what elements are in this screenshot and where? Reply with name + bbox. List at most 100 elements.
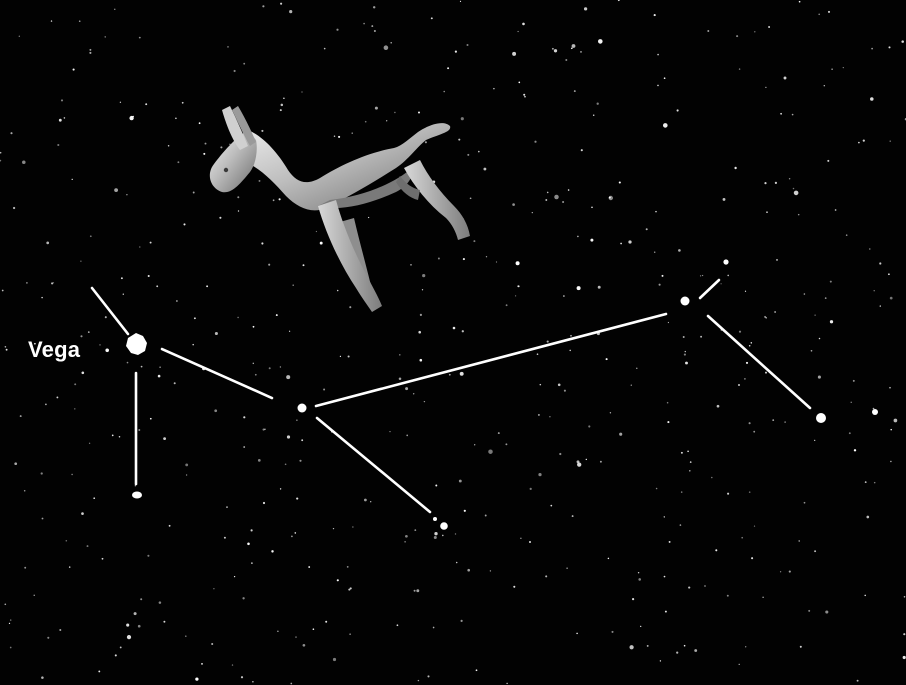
background-star <box>373 29 376 33</box>
background-star <box>278 198 281 201</box>
background-star <box>237 210 240 212</box>
background-star <box>296 497 299 500</box>
background-star <box>862 139 865 142</box>
background-star <box>198 122 201 125</box>
background-star <box>657 84 659 87</box>
background-star <box>374 106 378 110</box>
background-star <box>557 383 561 387</box>
background-star <box>149 417 152 420</box>
background-star <box>156 285 159 288</box>
background-star <box>667 421 670 424</box>
background-star <box>137 624 141 628</box>
background-star <box>803 293 806 295</box>
background-star <box>157 374 161 378</box>
background-star <box>659 660 662 662</box>
background-star <box>68 566 71 568</box>
background-star <box>529 541 531 543</box>
background-star <box>399 354 401 356</box>
background-star <box>312 628 315 631</box>
background-star <box>51 282 54 285</box>
background-star <box>580 51 582 53</box>
background-star <box>888 273 890 276</box>
star <box>440 522 448 530</box>
background-star <box>201 663 203 665</box>
background-star <box>524 95 526 98</box>
background-star <box>658 283 661 286</box>
background-star <box>663 575 666 578</box>
background-star <box>14 462 18 466</box>
background-star <box>163 620 166 623</box>
background-star <box>416 589 420 593</box>
background-star <box>240 676 244 679</box>
background-star <box>262 501 266 505</box>
background-star <box>443 90 445 93</box>
background-star <box>655 487 658 490</box>
background-star <box>286 375 291 380</box>
background-star <box>333 135 336 138</box>
background-star <box>280 2 283 5</box>
background-star <box>513 585 516 588</box>
background-star <box>177 161 180 164</box>
background-star <box>678 249 681 252</box>
background-star <box>682 336 685 338</box>
background-star <box>459 0 462 2</box>
background-star <box>827 159 830 162</box>
background-star <box>349 587 352 590</box>
background-star <box>105 348 109 353</box>
background-star <box>19 415 22 418</box>
background-star <box>870 97 874 101</box>
background-star <box>394 111 396 114</box>
background-star <box>279 109 282 112</box>
background-star <box>683 644 686 647</box>
background-star <box>694 649 698 652</box>
background-star <box>323 388 326 391</box>
background-star <box>145 103 148 106</box>
background-star <box>848 432 851 435</box>
background-star <box>294 532 297 534</box>
background-star <box>336 289 339 292</box>
background-star <box>18 35 20 37</box>
background-star <box>254 373 257 376</box>
background-star <box>268 263 271 266</box>
background-star <box>418 330 421 334</box>
background-star <box>23 490 26 492</box>
background-star <box>185 463 189 467</box>
background-star <box>410 264 412 266</box>
background-star <box>825 610 829 614</box>
background-star <box>592 114 595 116</box>
background-star <box>852 379 855 382</box>
background-star <box>853 449 857 452</box>
background-star <box>772 419 775 421</box>
background-star <box>442 534 444 537</box>
background-star <box>734 166 737 170</box>
background-star <box>213 588 215 590</box>
background-star <box>206 285 209 288</box>
background-star <box>798 0 801 3</box>
background-star <box>299 459 302 462</box>
background-star <box>818 337 821 340</box>
background-star <box>458 479 462 483</box>
background-star <box>745 361 749 364</box>
background-star <box>192 191 195 194</box>
background-star <box>233 575 236 578</box>
background-star <box>536 353 539 355</box>
background-star <box>89 51 92 54</box>
background-star <box>701 274 704 277</box>
background-star <box>726 594 729 597</box>
background-star <box>252 362 255 365</box>
background-star <box>814 439 816 442</box>
background-star <box>301 91 303 93</box>
background-star <box>753 525 756 527</box>
background-star <box>233 69 236 73</box>
background-star <box>58 118 62 122</box>
background-star <box>567 189 570 191</box>
background-star <box>86 545 89 548</box>
background-star <box>685 361 688 365</box>
background-star <box>711 476 713 479</box>
background-star <box>598 39 603 44</box>
background-star <box>315 230 318 233</box>
background-star <box>512 203 515 206</box>
background-star <box>888 46 891 49</box>
background-star <box>475 669 478 672</box>
background-star <box>688 586 691 589</box>
